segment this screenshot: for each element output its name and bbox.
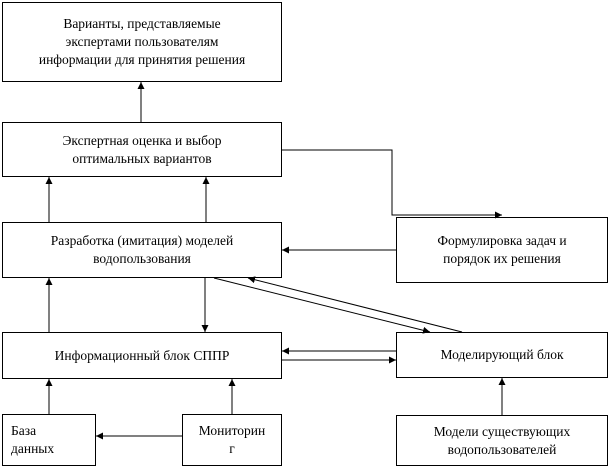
- arrow-model-to-develop: [247, 276, 463, 333]
- arrow-develop-to-model: [213, 277, 431, 334]
- box-database-label: База данных: [11, 423, 55, 456]
- box-model-development-label: Разработка (имитация) моделей водопользо…: [50, 233, 234, 266]
- box-task-formulation: Формулировка задач и порядок их решения: [396, 217, 608, 283]
- box-model-development: Разработка (имитация) моделей водопользо…: [2, 222, 282, 278]
- box-information-block: Информационный блок СППР: [2, 332, 282, 379]
- box-modeling-block: Моделирующий блок: [396, 332, 608, 378]
- box-monitoring-label: Мониторин г: [198, 423, 266, 456]
- box-task-formulation-label: Формулировка задач и порядок их решения: [437, 233, 567, 266]
- box-expert-evaluation: Экспертная оценка и выбор оптимальных ва…: [2, 122, 282, 177]
- arrow-expert-to-formulation: [282, 149, 502, 219]
- box-database: База данных: [2, 414, 96, 466]
- box-user-options: Варианты, представляемые экспертами поль…: [2, 2, 282, 82]
- box-existing-user-models-label: Модели существующих водопользователей: [433, 423, 571, 457]
- box-monitoring: Мониторин г: [182, 414, 282, 466]
- box-expert-evaluation-label: Экспертная оценка и выбор оптимальных ва…: [62, 132, 222, 166]
- box-modeling-block-label: Моделирующий блок: [440, 347, 564, 362]
- box-information-block-label: Информационный блок СППР: [54, 347, 230, 363]
- box-existing-user-models: Модели существующих водопользователей: [396, 415, 608, 466]
- box-user-options-label: Варианты, представляемые экспертами поль…: [38, 16, 246, 67]
